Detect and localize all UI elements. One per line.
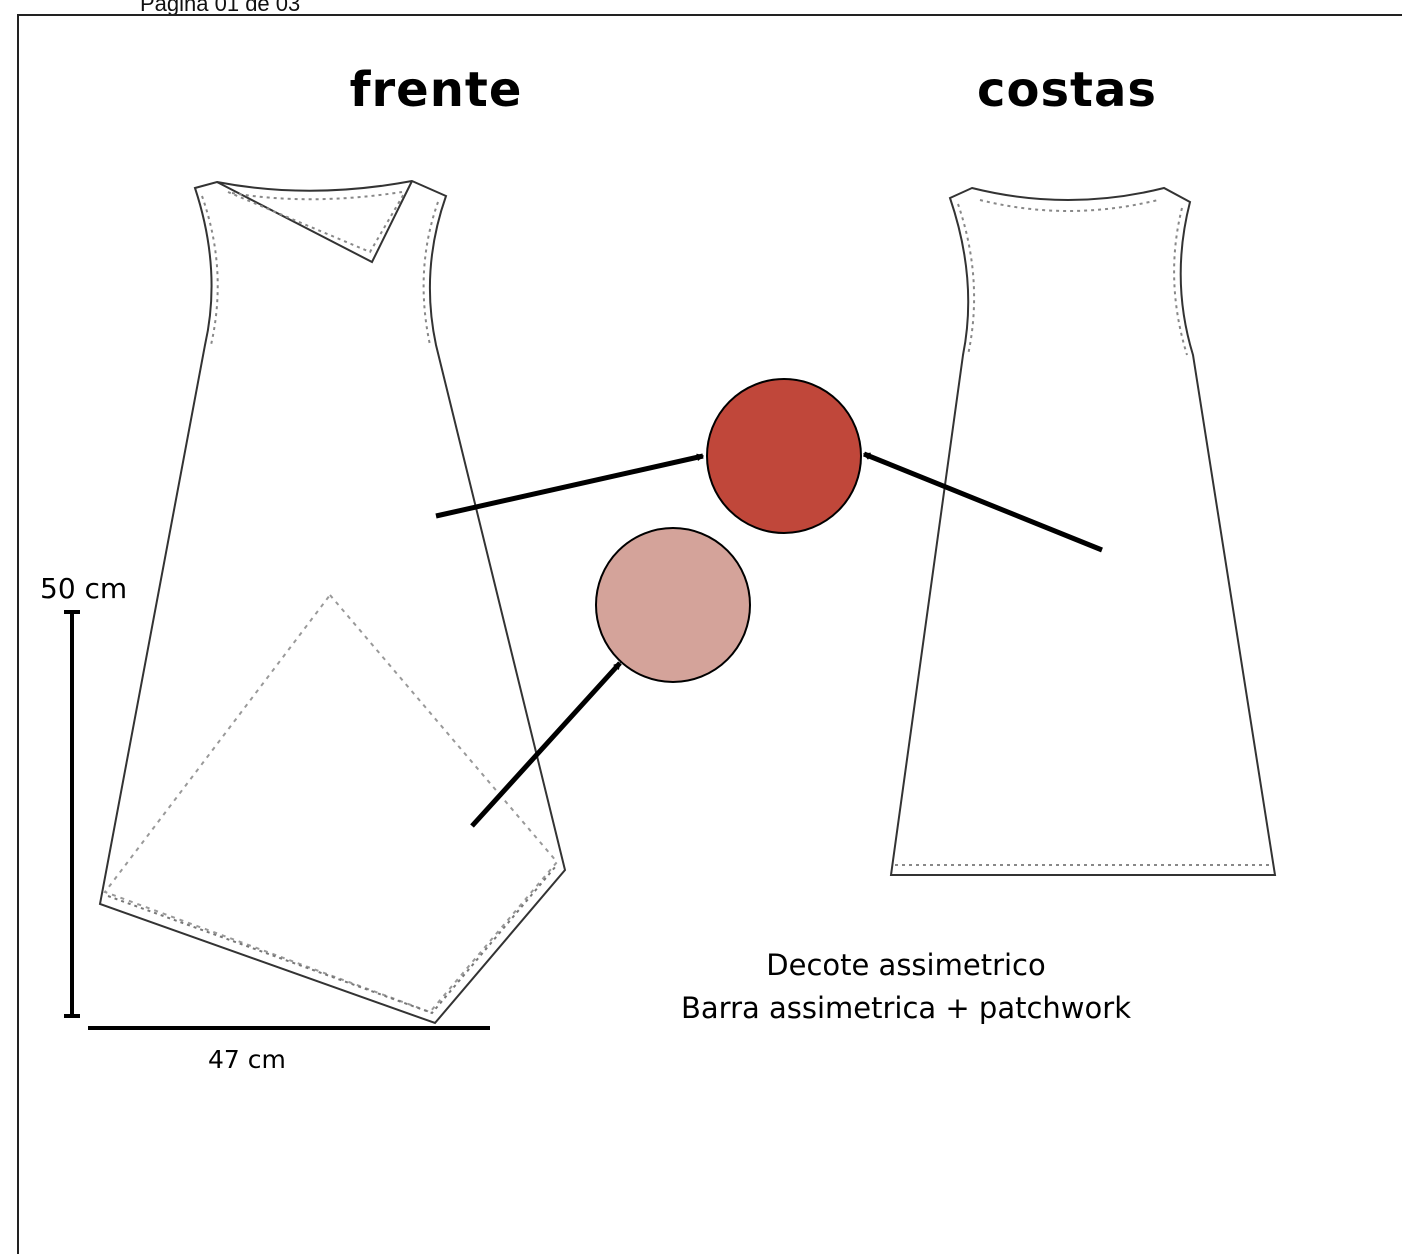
front-neckline-top-stitch <box>231 191 403 201</box>
height-dimension-line <box>64 610 80 1018</box>
width-measurement-label: 47 cm <box>208 1045 286 1074</box>
front-neckline-stitch <box>227 191 406 254</box>
front-view-title: frente <box>349 62 523 118</box>
front-right-armhole-stitch <box>422 201 439 346</box>
accent-fabric-swatch <box>595 527 751 683</box>
description-line-2: Barra assimetrica + patchwork <box>681 991 1131 1025</box>
back-left-armhole-stitch <box>957 203 976 356</box>
back-view-title: costas <box>977 62 1157 118</box>
description-line-1: Decote assimetrico <box>766 948 1046 982</box>
back-dress-outline <box>889 186 1277 876</box>
arrow-front-to-main <box>435 453 703 519</box>
front-hem-stitch <box>107 865 557 1015</box>
front-dress-outline <box>98 179 567 1025</box>
front-patchwork-panel <box>103 593 559 1014</box>
front-dress-drawing <box>98 179 567 1025</box>
front-left-armhole-stitch <box>201 195 219 346</box>
arrow-back-to-main <box>864 451 1103 553</box>
height-measurement-label: 50 cm <box>40 572 128 605</box>
arrow-patch-to-accent <box>470 661 622 828</box>
page-frame <box>17 14 1402 1254</box>
back-dress-drawing <box>889 186 1277 876</box>
page-indicator: Página 01 de 03 <box>140 0 301 16</box>
main-fabric-swatch <box>706 378 862 534</box>
back-neckline-stitch <box>979 199 1159 212</box>
